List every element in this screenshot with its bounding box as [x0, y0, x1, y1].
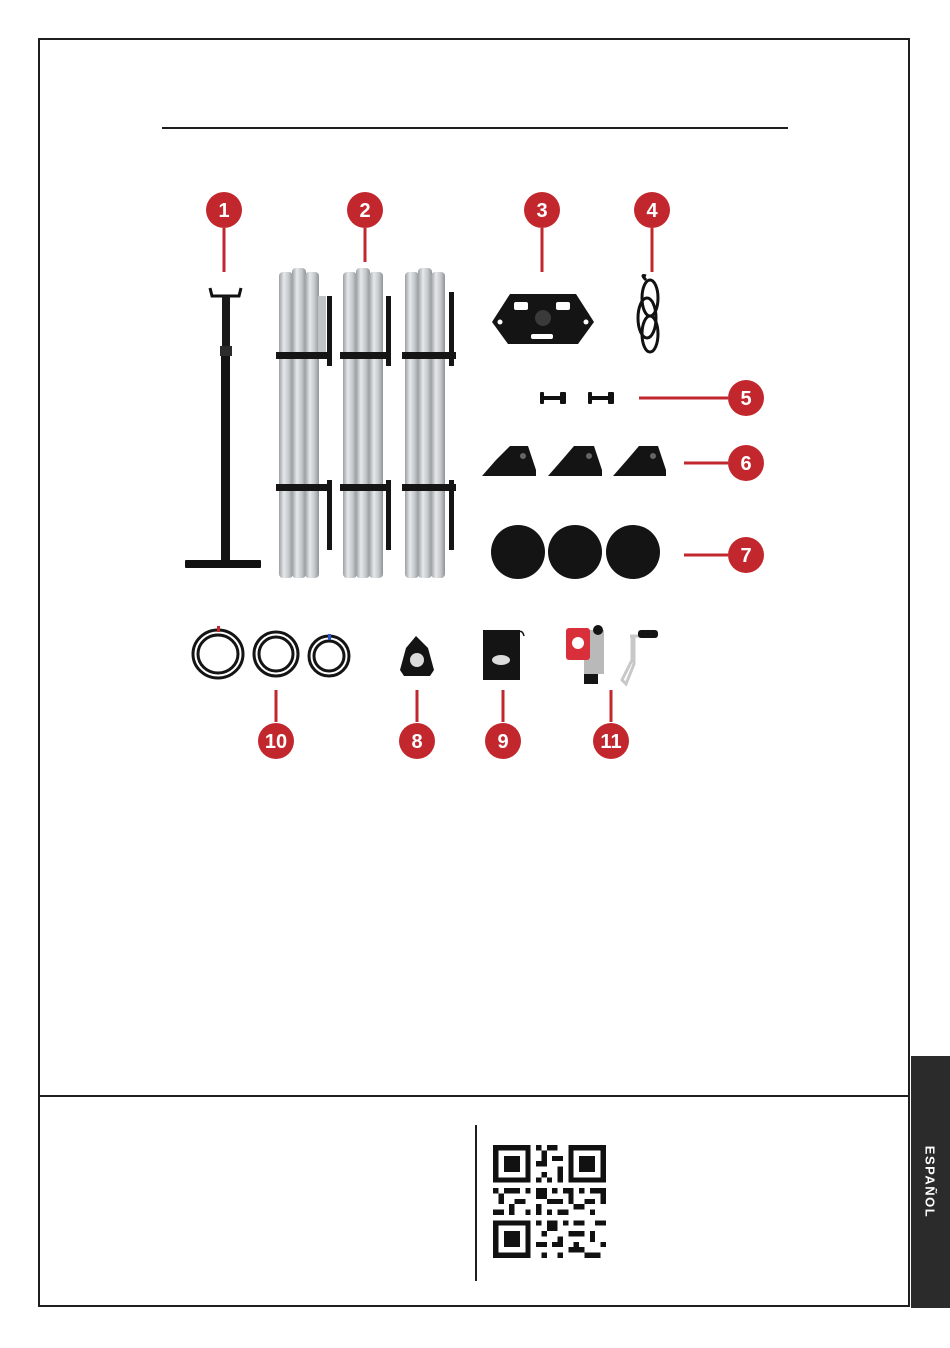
callout-number-11: 11	[600, 731, 621, 753]
callout-badge-5: 5	[728, 380, 764, 416]
callout-badge-10: 10	[258, 723, 294, 759]
pole-bundle-b	[340, 268, 391, 578]
callout-number-1: 1	[218, 200, 229, 222]
pole-bundles-illustration	[276, 268, 456, 578]
callout-badge-4: 4	[634, 192, 670, 228]
callout-number-6: 6	[740, 453, 751, 475]
callout-badge-2: 2	[347, 192, 383, 228]
callout-number-10: 10	[265, 731, 287, 753]
connector-plate-illustration	[492, 294, 594, 344]
callout-badge-7: 7	[728, 537, 764, 573]
callout-number-8: 8	[411, 731, 422, 753]
pole-bundle-a	[276, 268, 332, 578]
callout-badge-9: 9	[485, 723, 521, 759]
pole-bundle-c	[402, 268, 456, 578]
rope-coil-illustration	[638, 276, 658, 353]
callout-number-3: 3	[536, 200, 547, 222]
callout-badge-1: 1	[206, 192, 242, 228]
callout-number-2: 2	[359, 200, 370, 222]
flat-bag-illustration	[483, 630, 524, 680]
round-pads-illustration	[491, 525, 660, 579]
winch-illustration	[566, 625, 658, 684]
qr-code-icon[interactable]	[493, 1145, 606, 1258]
cable-coils-illustration	[193, 626, 349, 678]
callout-number-7: 7	[740, 545, 751, 567]
wedge-bases-illustration	[482, 446, 666, 476]
drawstring-bag-illustration	[400, 636, 434, 676]
callout-badge-8: 8	[399, 723, 435, 759]
callout-badge-11: 11	[593, 723, 629, 759]
callout-number-4: 4	[646, 200, 658, 222]
callout-badge-6: 6	[728, 445, 764, 481]
callout-number-5: 5	[740, 388, 751, 410]
fittings-illustration	[540, 392, 614, 404]
callout-number-9: 9	[497, 731, 508, 753]
callout-badge-3: 3	[524, 192, 560, 228]
stand-illustration	[185, 288, 261, 568]
